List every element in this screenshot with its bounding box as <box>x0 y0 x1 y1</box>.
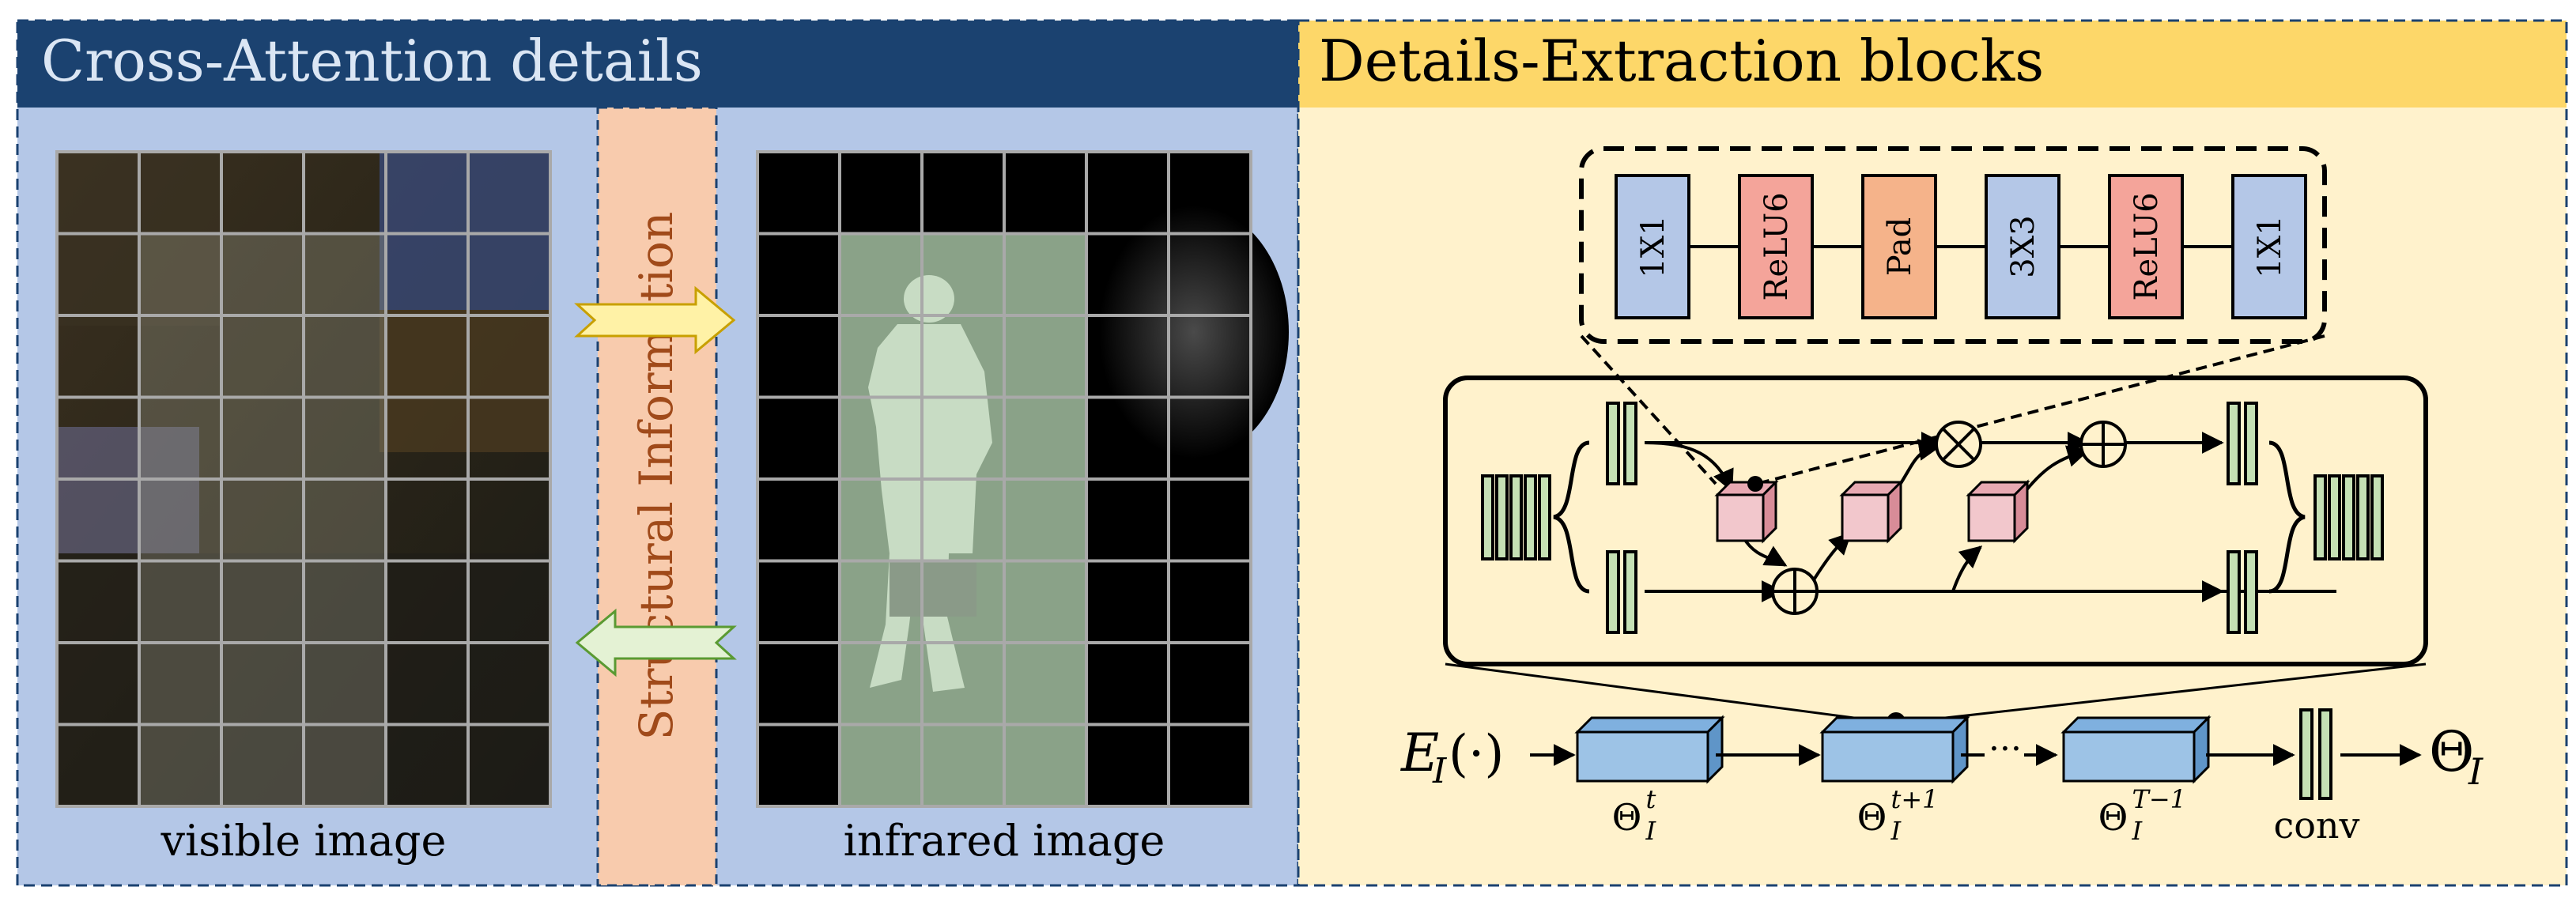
stage-sub: I <box>1890 816 1902 846</box>
conv-label: conv <box>2273 804 2359 847</box>
stage-theta: Θ <box>1857 796 1887 839</box>
merge-brace-right <box>2268 440 2306 594</box>
input-feature-bars <box>1481 474 1551 560</box>
infrared-image <box>756 150 1289 808</box>
module-box-1x1-5 <box>2231 174 2307 319</box>
stage-theta: Θ <box>1612 796 1642 839</box>
lower-branch-bars <box>1606 550 1637 634</box>
person-silhouette <box>868 275 992 692</box>
module-label: ReLU6 <box>2128 192 2165 300</box>
module-box-pad-2 <box>1861 174 1937 319</box>
input-symbol: E I (·) <box>1400 723 1504 791</box>
infrared-grid <box>757 152 1251 806</box>
projection-left <box>1445 662 1897 725</box>
input-symbol-letter: E <box>1400 723 1439 783</box>
output-symbol: Θ I <box>2429 719 2483 793</box>
input-symbol-sub: I <box>1432 751 1448 791</box>
conv-bars <box>2299 708 2332 800</box>
stage-sub: I <box>2132 816 2144 846</box>
module-box-relu6-4 <box>2108 174 2184 319</box>
stage-sup: t <box>1646 784 1656 814</box>
conv-cube-1 <box>1839 479 1904 544</box>
module-box-3x3-3 <box>1985 174 2060 319</box>
left-panel-header <box>17 21 1298 108</box>
pipeline-ellipsis: ··· <box>1989 729 2022 769</box>
conv-cube-2 <box>1966 479 2030 544</box>
visible-highlight <box>138 233 387 806</box>
output-feature-bars <box>2313 474 2384 560</box>
arrow-right <box>574 285 736 355</box>
detail-block-box <box>1443 376 2428 666</box>
module-label: Pad <box>1882 217 1918 277</box>
stage-sup: T−1 <box>2132 784 2187 814</box>
module-label: ReLU6 <box>1758 192 1795 300</box>
stage-sup: t+1 <box>1891 784 1939 814</box>
right-panel-header <box>1298 21 2567 108</box>
infrared-caption: infrared image <box>844 816 1165 866</box>
module-label: 1X1 <box>1635 215 1671 277</box>
add-operator-bottom <box>1771 568 1819 615</box>
zoom-anchor-dot <box>1747 476 1763 492</box>
module-label: 3X3 <box>2005 215 2042 277</box>
stage-theta: Θ <box>2098 796 2128 839</box>
right-panel-title: Details-Extraction blocks <box>1319 28 2044 94</box>
visible-image <box>55 150 552 808</box>
upper-branch-bars <box>1606 402 1637 485</box>
right-panel: Details-Extraction blocks 1X1 ReLU6 Pad 3X3… <box>1297 19 2568 887</box>
left-panel-title: Cross-Attention details <box>41 28 703 94</box>
zoom-line-left <box>1580 334 1717 485</box>
visible-grid <box>57 152 550 806</box>
module-chain: 1X1 ReLU6 Pad 3X3 ReLU6 1X1 <box>1615 174 2307 319</box>
module-box-1x1-0 <box>1615 174 1690 319</box>
conv-cube-0 <box>1714 479 1779 544</box>
module-label: 1X1 <box>2252 215 2288 277</box>
module-chain-box <box>1579 146 2327 344</box>
zoom-line-right <box>1756 334 2325 485</box>
visible-caption: visible image <box>161 816 447 866</box>
structural-strip <box>596 106 718 887</box>
upper-output-bars <box>2227 402 2258 485</box>
left-panel: Cross-Attention details visible image St… <box>16 19 1300 887</box>
module-box-relu6-1 <box>1738 174 1814 319</box>
add-operator-top <box>2079 421 2127 468</box>
output-symbol-theta: Θ <box>2429 719 2474 784</box>
stage-sub: I <box>1645 816 1657 846</box>
lower-output-bars <box>2227 550 2258 634</box>
arrow-left <box>575 608 737 677</box>
conv-cubes <box>1714 479 2030 544</box>
split-brace-left <box>1553 440 1590 594</box>
right-panel-border <box>1297 19 2568 887</box>
projection-right <box>1895 662 2427 725</box>
output-symbol-sub: I <box>2468 750 2483 793</box>
multiply-operator <box>1935 421 1982 468</box>
structural-label: Structural Information <box>629 212 683 741</box>
input-symbol-args: (·) <box>1449 725 1504 783</box>
